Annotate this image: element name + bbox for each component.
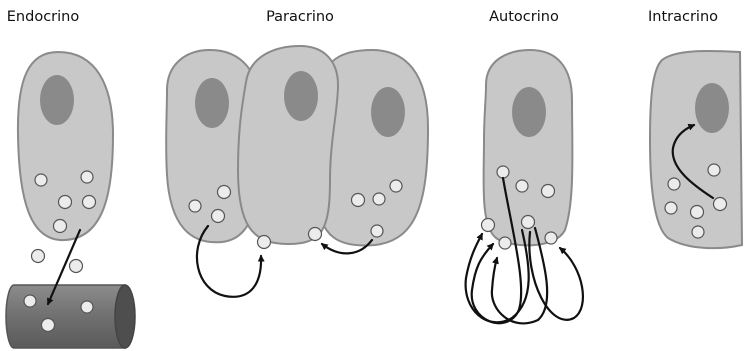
autocrine-panel <box>466 50 583 323</box>
paracrine-nucleus-left <box>195 78 229 128</box>
label-intracrine: Intracrino <box>648 9 718 25</box>
paracrine-cell-center <box>238 46 338 244</box>
autocrine-nucleus <box>512 87 546 137</box>
endocrine-panel <box>6 52 135 348</box>
endocrine-nucleus <box>40 75 74 125</box>
intracrine-nucleus <box>695 83 729 133</box>
intracrine-panel <box>650 51 742 248</box>
paracrine-nucleus-center <box>284 71 318 121</box>
paracrine-nucleus-right <box>371 87 405 137</box>
label-paracrine: Paracrino <box>266 9 334 25</box>
label-autocrine: Autocrino <box>489 9 559 25</box>
label-endocrine: Endocrino <box>7 9 80 25</box>
blood-vessel <box>6 285 135 348</box>
paracrine-panel <box>166 46 428 297</box>
